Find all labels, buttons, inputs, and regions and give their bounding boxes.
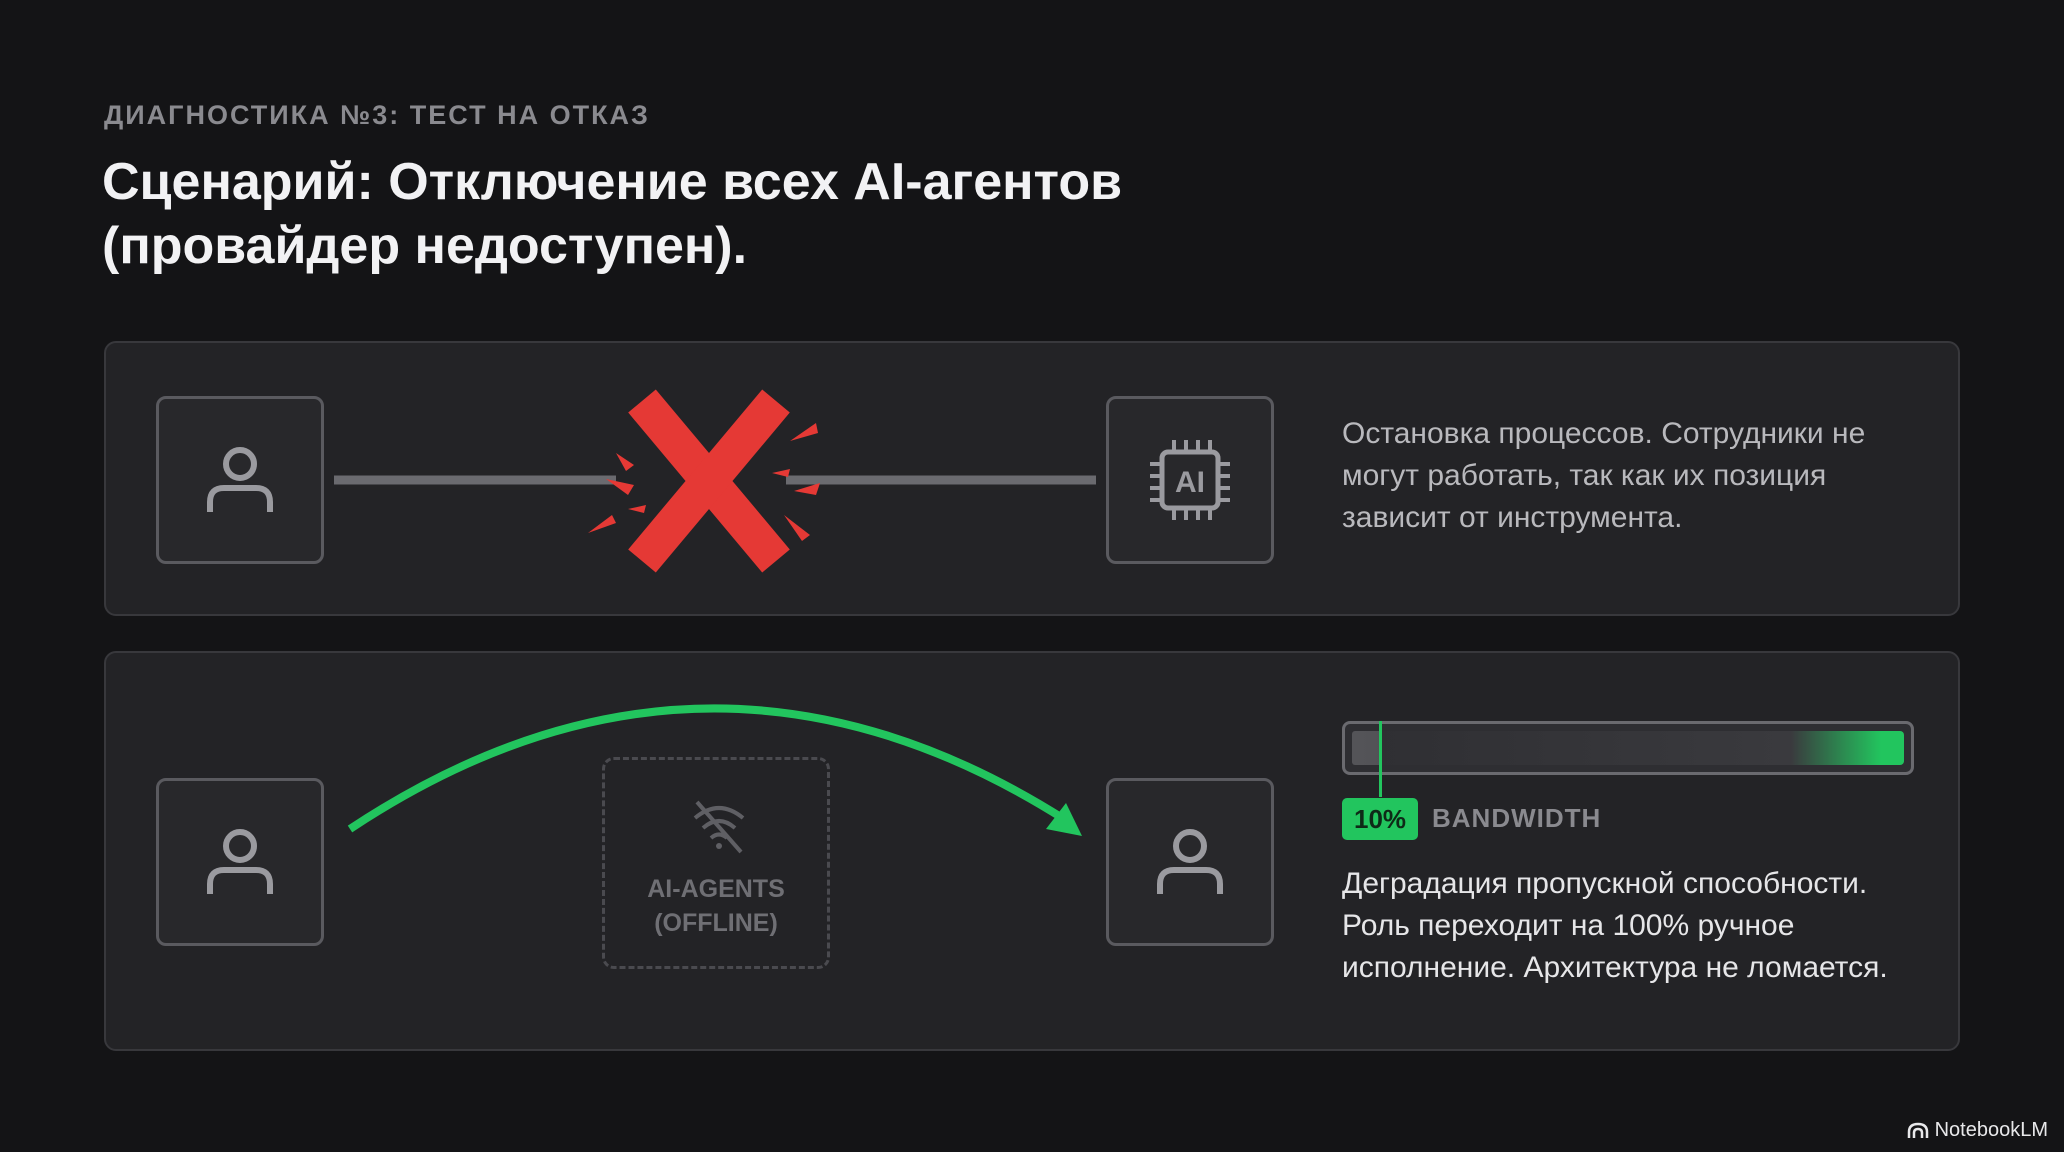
page-title: Сценарий: Отключение всех AI-агентов (пр… — [102, 153, 1123, 275]
failure-description: Остановка процессов. Сотрудники не могут… — [1342, 417, 1866, 534]
user-box — [156, 396, 324, 564]
user-icon — [207, 829, 273, 894]
ai-chip-icon: AI — [1150, 440, 1230, 520]
red-x-icon — [588, 389, 820, 573]
notebooklm-icon — [1907, 1122, 1928, 1138]
bandwidth-bar-fill — [1345, 731, 1904, 765]
bandwidth-label: BANDWIDTH — [1432, 803, 1602, 833]
ai-agents-offline-box: AI-AGENTS (OFFLINE) — [602, 757, 830, 969]
brand-watermark: NotebookLM — [1907, 1119, 2048, 1142]
offline-label: AI-AGENTS (OFFLINE) — [647, 875, 785, 937]
fallback-scenario-panel: AI-AGENTS (OFFLINE) 10% BANDWIDTH Деград… — [104, 651, 1960, 1051]
failure-scenario-panel: AI Остановка процессов. Сотрудники не мо… — [104, 341, 1960, 616]
ai-chip-label: AI — [1175, 466, 1205, 499]
wifi-off-icon — [693, 800, 745, 854]
eyebrow: ДИАГНОСТИКА №3: ТЕСТ НА ОТКАЗ — [104, 100, 650, 130]
bandwidth-marker — [1379, 721, 1382, 797]
user-box-target — [1106, 778, 1274, 946]
ai-tool-box: AI — [1106, 396, 1274, 564]
user-icon — [1157, 829, 1223, 894]
bandwidth-percent-badge: 10% — [1342, 798, 1419, 840]
brand-text: NotebookLM — [1934, 1119, 2048, 1141]
user-box-source — [156, 778, 324, 946]
fallback-description: Деградация пропускной способности. Роль … — [1342, 867, 1888, 984]
connection-lines — [334, 475, 1096, 485]
green-arrow — [347, 704, 1082, 836]
user-icon — [207, 447, 273, 512]
bandwidth-bar — [1342, 721, 1914, 775]
